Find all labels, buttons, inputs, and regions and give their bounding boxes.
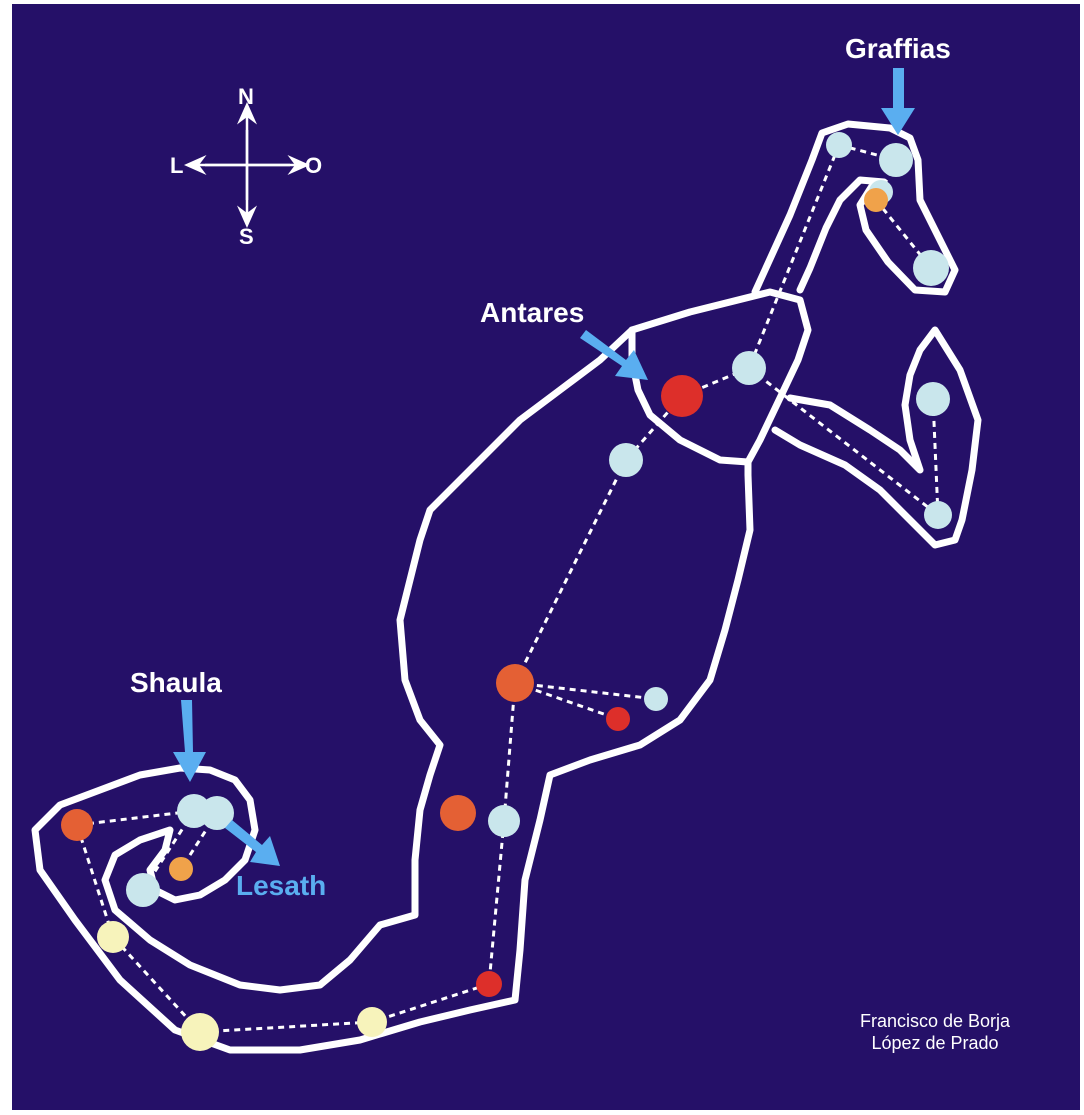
star: [357, 1007, 387, 1037]
antares-arrow-icon: [580, 330, 648, 380]
star: [644, 687, 668, 711]
compass: N S L O: [170, 84, 322, 249]
star: [913, 250, 949, 286]
compass-west: O: [305, 153, 322, 178]
label-lesath: Lesath: [236, 870, 326, 901]
label-graffias: Graffias: [845, 33, 951, 64]
star: [476, 971, 502, 997]
star: [606, 707, 630, 731]
constellation-outline: [35, 124, 978, 1050]
star-graffias: [879, 143, 913, 177]
stars: [61, 132, 952, 1051]
star: [97, 921, 129, 953]
author-credit: Francisco de Borja López de Prado: [820, 1010, 1050, 1054]
star: [924, 501, 952, 529]
label-antares: Antares: [480, 297, 584, 328]
star: [126, 873, 160, 907]
star: [826, 132, 852, 158]
star: [181, 1013, 219, 1051]
compass-south: S: [239, 224, 254, 249]
star: [169, 857, 193, 881]
star: [488, 805, 520, 837]
star: [609, 443, 643, 477]
label-shaula: Shaula: [130, 667, 222, 698]
compass-east: L: [170, 153, 183, 178]
star: [61, 809, 93, 841]
star: [916, 382, 950, 416]
star-antares: [661, 375, 703, 417]
star: [864, 188, 888, 212]
compass-north: N: [238, 84, 254, 109]
credit-line-1: Francisco de Borja: [820, 1010, 1050, 1032]
star: [496, 664, 534, 702]
credit-line-2: López de Prado: [820, 1032, 1050, 1054]
star: [440, 795, 476, 831]
star: [732, 351, 766, 385]
